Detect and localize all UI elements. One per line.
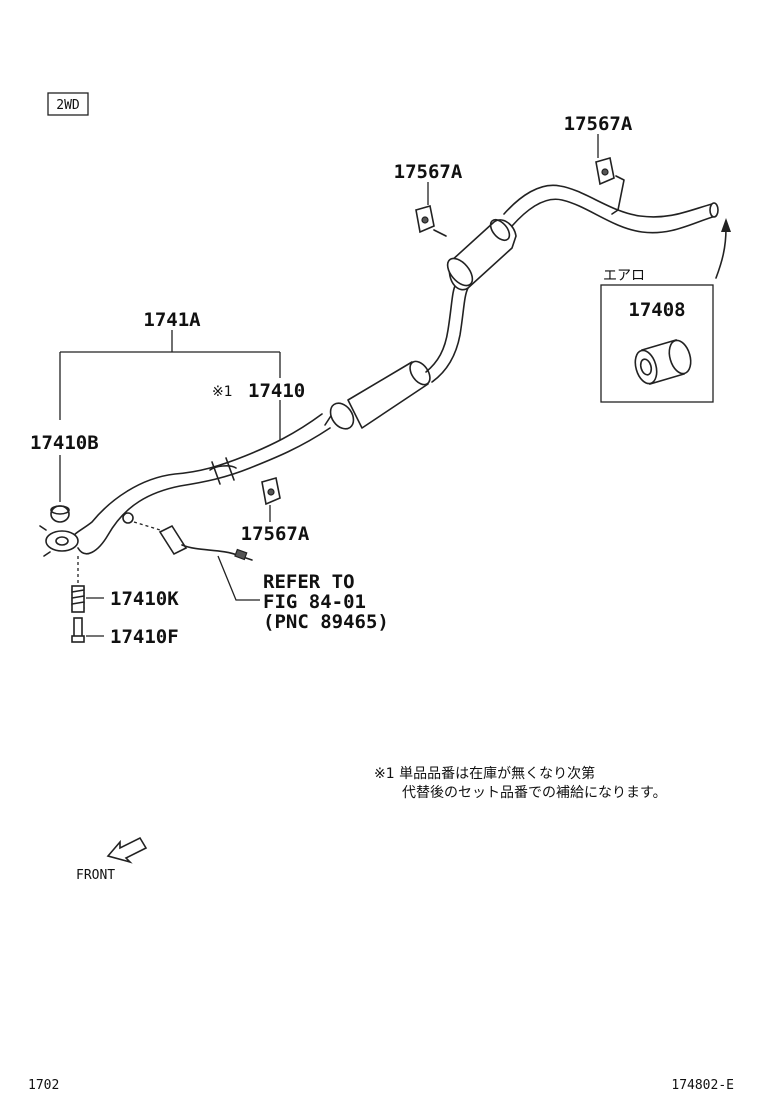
arrow-to-inset [715, 218, 731, 279]
leader-refer [217, 555, 260, 601]
spring-17410k [71, 585, 85, 613]
callout-17567a-top: 17567A [564, 113, 633, 135]
callout-17410b: 17410B [30, 432, 99, 454]
note-line-2: 代替後のセット品番での補給になります。 [402, 785, 667, 801]
note-line-1: ※1 単品品番は在庫が無くなり次第 [374, 765, 595, 782]
footer-right: 174802-E [671, 1078, 734, 1093]
hanger-rubber-low [261, 476, 281, 506]
bolt-17410f [71, 617, 85, 643]
inset-box [600, 284, 714, 403]
footer-left: 1702 [28, 1078, 59, 1093]
bushing-17408 [634, 338, 692, 386]
rear-muffler [446, 175, 719, 291]
callout-17567a-low: 17567A [241, 523, 310, 545]
badge-box [47, 92, 89, 116]
callout-17567a-mid: 17567A [394, 161, 463, 183]
refer-line-2: FIG 84-01 [263, 591, 366, 613]
callout-1741a: 1741A [143, 309, 201, 331]
callout-17408: 17408 [628, 299, 685, 321]
refer-line-3: (PNC 89465) [263, 611, 389, 633]
center-muffler [324, 283, 469, 430]
callout-17410: 17410 [248, 380, 305, 402]
oxygen-sensor [133, 521, 253, 561]
callout-17410f: 17410F [110, 626, 179, 648]
exhaust-pipe [39, 413, 331, 557]
gasket-17410b [50, 505, 70, 523]
hanger-rubber-top [595, 156, 615, 186]
front-label: FRONT [76, 868, 115, 883]
callout-aero: エアロ [603, 268, 645, 284]
callout-17410-mark: ※1 [212, 384, 233, 400]
leader-1741a [59, 330, 281, 420]
refer-line-1: REFER TO [263, 571, 355, 593]
hanger-rubber-mid [415, 204, 447, 237]
front-arrow-icon [106, 836, 148, 864]
callout-17410k: 17410K [110, 588, 179, 610]
badge-label: 2WD [56, 98, 80, 113]
